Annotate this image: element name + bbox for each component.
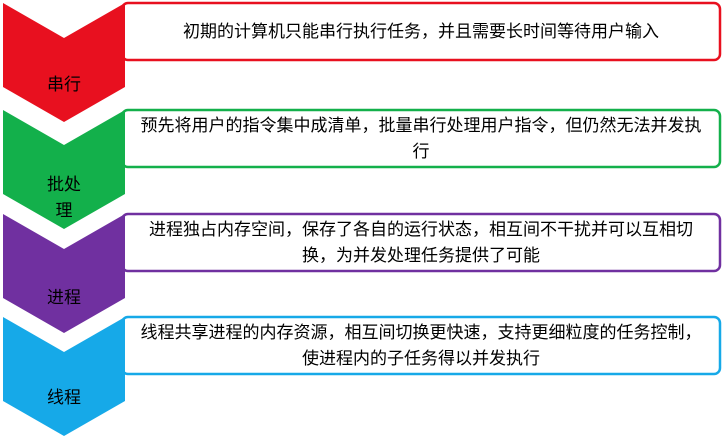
stage-2-label: 批处理 <box>47 175 81 221</box>
stage-4-label: 线程 <box>47 388 81 408</box>
stage-1-label: 串行 <box>47 75 81 95</box>
stage-3-chevron <box>3 214 125 333</box>
stage-1-description: 初期的计算机只能串行执行任务，并且需要长时间等待用户输入 <box>183 21 659 42</box>
stage-4-shapes <box>3 315 722 436</box>
stage-3-shapes <box>3 212 722 333</box>
stage-1-chevron <box>3 3 125 122</box>
stage-2-description: 预先将用户的指令集中成清单，批量串行处理用户指令，但仍然无法并发执行 <box>140 115 702 162</box>
stage-4-description: 线程共享进程的内存资源，相互间切换更快速，支持更细粒度的任务控制，使进程内的子任… <box>140 322 702 369</box>
stage-3-label: 进程 <box>47 288 81 308</box>
stage-1-shapes <box>3 1 722 122</box>
stage-2-chevron <box>3 110 125 229</box>
stage-2-shapes <box>3 108 722 229</box>
stage-3-description: 进程独占内存空间，保存了各自的运行状态，相互间不干扰并可以互相切换，为并发处理任… <box>149 219 693 266</box>
stage-4-chevron <box>3 317 125 436</box>
